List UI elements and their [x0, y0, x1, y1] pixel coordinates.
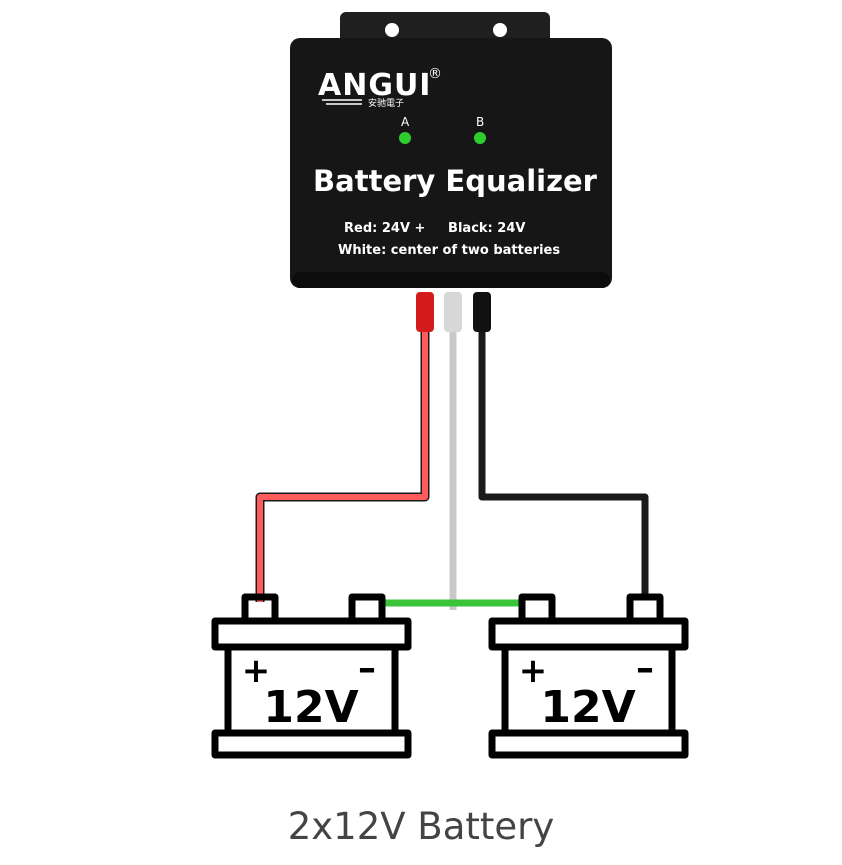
- black-wire: [478, 330, 649, 600]
- red-wire-fill: [257, 330, 428, 602]
- black-wire-connector: [473, 292, 491, 332]
- battery-left-plus: +: [242, 651, 271, 691]
- battery-right-plus: +: [519, 651, 548, 691]
- led-a-label: A: [401, 115, 410, 129]
- battery-left-base: [211, 729, 412, 759]
- battery-left-lid: [211, 617, 412, 651]
- wiring-legend-line2: White: center of two batteries: [338, 243, 560, 258]
- brand-speed-lines: [322, 99, 362, 105]
- battery-right: [488, 593, 689, 759]
- red-wire-connector: [416, 292, 434, 332]
- battery-right-lid: [488, 617, 689, 651]
- white-wire-connector: [444, 292, 462, 332]
- battery-right-voltage: 12V: [540, 682, 635, 733]
- battery-right-terminal-positive: [518, 593, 556, 625]
- brand-subtitle: 安驰電子: [368, 97, 404, 109]
- device-title: Battery Equalizer: [313, 164, 598, 198]
- battery-right-minus: –: [636, 648, 654, 689]
- equalizer-device-body: [290, 38, 612, 288]
- led-b: [474, 132, 486, 144]
- battery-left-voltage: 12V: [263, 682, 358, 733]
- led-a: [399, 132, 411, 144]
- battery-right-terminal-negative: [626, 593, 664, 625]
- diagram-caption: 2x12V Battery: [287, 805, 555, 848]
- device-bottom-edge: [292, 272, 610, 288]
- red-wire: [255, 330, 430, 602]
- brand-logo: ANGUI: [318, 68, 431, 103]
- led-b-label: B: [476, 115, 484, 129]
- bracket-hole-left: [385, 23, 399, 37]
- bracket-hole-right: [493, 23, 507, 37]
- battery-right-base: [488, 729, 689, 759]
- battery-left: [211, 593, 412, 759]
- wiring-legend-line1: Red: 24V + Black: 24V: [344, 221, 525, 236]
- battery-left-terminal-negative: [348, 593, 386, 625]
- brand-registered-mark: ®: [428, 66, 442, 82]
- battery-left-minus: –: [358, 648, 376, 689]
